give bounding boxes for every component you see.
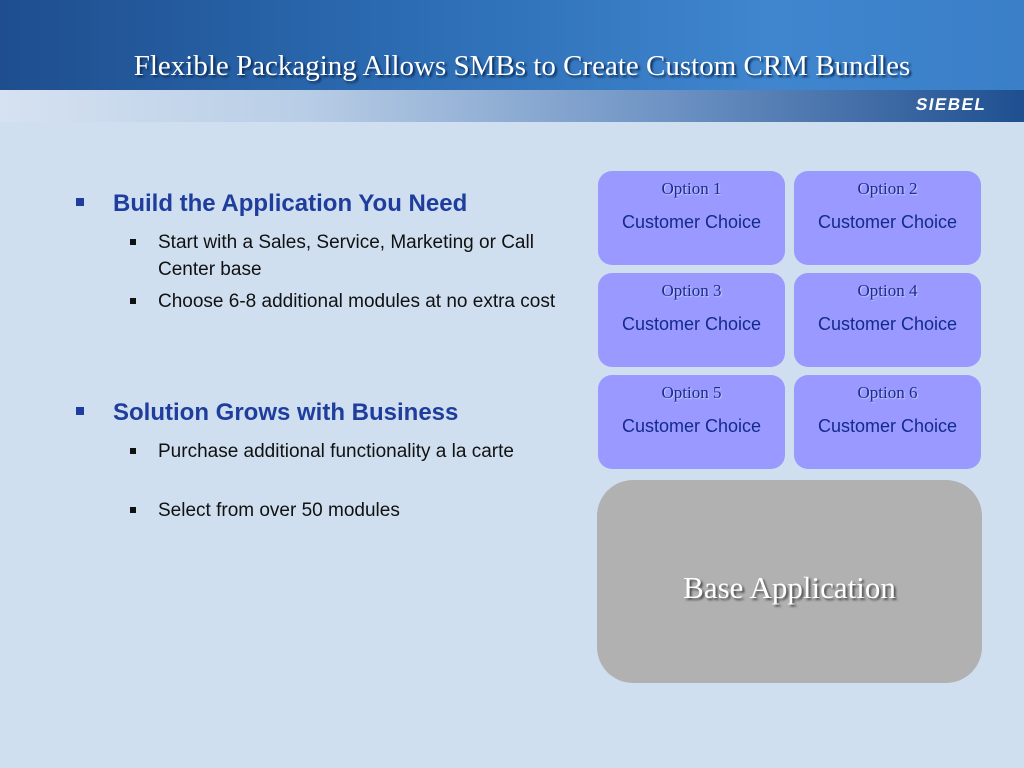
square-bullet-icon bbox=[130, 239, 136, 245]
option-value: Customer Choice bbox=[621, 212, 762, 232]
option-box-1: Option 1 Customer Choice bbox=[598, 171, 785, 265]
bullet-heading-text: Build the Application You Need bbox=[113, 190, 468, 217]
option-label: Option 2 bbox=[857, 179, 918, 198]
slide-title: Flexible Packaging Allows SMBs to Create… bbox=[133, 50, 911, 82]
option-value: Customer Choice bbox=[817, 212, 958, 232]
option-label: Option 5 bbox=[661, 383, 722, 402]
square-bullet-icon bbox=[130, 298, 136, 304]
square-bullet-icon bbox=[76, 407, 84, 415]
option-box-4: Option 4 Customer Choice bbox=[794, 273, 981, 367]
square-bullet-icon bbox=[76, 198, 84, 206]
option-box-6: Option 6 Customer Choice bbox=[794, 375, 981, 469]
square-bullet-icon bbox=[130, 448, 136, 454]
square-bullet-icon bbox=[130, 507, 136, 513]
option-value: Customer Choice bbox=[817, 314, 958, 334]
bullet-item-text: Select from over 50 modules bbox=[158, 500, 400, 521]
option-box-3: Option 3 Customer Choice bbox=[598, 273, 785, 367]
option-box-2: Option 2 Customer Choice bbox=[794, 171, 981, 265]
base-application-box: Base Application bbox=[597, 480, 982, 683]
bullet-heading-text: Solution Grows with Business bbox=[113, 399, 459, 426]
option-box-5: Option 5 Customer Choice bbox=[598, 375, 785, 469]
option-label: Option 4 bbox=[857, 281, 918, 300]
header-strip bbox=[0, 90, 1024, 122]
siebel-logo: SIEBEL bbox=[914, 95, 989, 114]
bullet-item: Purchase additional functionality a la c… bbox=[130, 438, 570, 465]
bullet-item: Choose 6-8 additional modules at no extr… bbox=[130, 288, 570, 315]
option-label: Option 3 bbox=[661, 281, 722, 300]
bullet-item: Select from over 50 modules bbox=[130, 497, 570, 524]
option-label: Option 1 bbox=[661, 179, 722, 198]
bullet-item-text: Start with a Sales, Service, Marketing o… bbox=[158, 232, 534, 280]
option-value: Customer Choice bbox=[817, 416, 958, 436]
bullet-item-text: Purchase additional functionality a la c… bbox=[158, 441, 514, 462]
bullet-item-text: Choose 6-8 additional modules at no extr… bbox=[158, 291, 556, 312]
option-value: Customer Choice bbox=[621, 416, 762, 436]
option-label: Option 6 bbox=[857, 383, 918, 402]
bullet-item: Start with a Sales, Service, Marketing o… bbox=[130, 229, 570, 283]
base-application-label: Base Application bbox=[683, 570, 896, 605]
option-value: Customer Choice bbox=[621, 314, 762, 334]
header-bar bbox=[0, 0, 1024, 90]
